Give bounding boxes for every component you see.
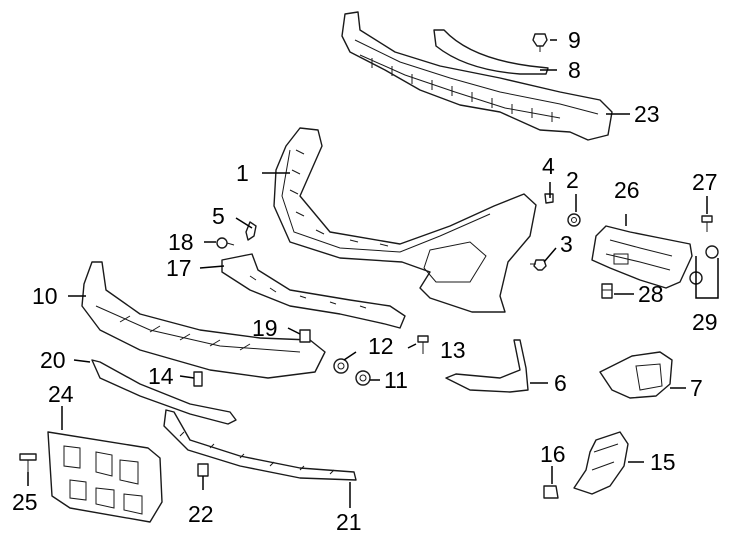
label-20: 20 bbox=[40, 347, 66, 373]
part-13-screw[interactable] bbox=[417, 335, 429, 354]
label-5: 5 bbox=[212, 203, 225, 229]
part-26-bracket[interactable] bbox=[591, 225, 693, 289]
part-11-nut[interactable] bbox=[355, 370, 371, 386]
label-18: 18 bbox=[168, 229, 194, 255]
part-12-nut[interactable] bbox=[333, 358, 349, 374]
label-2: 2 bbox=[566, 167, 579, 193]
part-21-lower-trim[interactable] bbox=[163, 409, 357, 481]
label-6: 6 bbox=[554, 370, 567, 396]
label-28: 28 bbox=[638, 281, 664, 307]
part-18-bolt[interactable] bbox=[216, 237, 235, 249]
label-21: 21 bbox=[336, 509, 362, 535]
label-25: 25 bbox=[12, 489, 38, 515]
part-16-clip[interactable] bbox=[543, 485, 559, 499]
part-6-bezel[interactable] bbox=[445, 339, 529, 393]
label-29: 29 bbox=[692, 309, 718, 335]
part-29-nuts[interactable] bbox=[689, 245, 719, 285]
label-1: 1 bbox=[236, 160, 249, 186]
label-16: 16 bbox=[540, 441, 566, 467]
label-9: 9 bbox=[568, 27, 581, 53]
part-24-license-bracket[interactable] bbox=[47, 431, 163, 523]
label-11: 11 bbox=[384, 367, 408, 393]
part-3-screw[interactable] bbox=[530, 259, 547, 271]
label-15: 15 bbox=[650, 449, 676, 475]
callout-labels: 9 8 23 1 4 2 3 5 18 17 10 26 27 29 28 19… bbox=[12, 27, 718, 535]
part-9-bolt[interactable] bbox=[532, 33, 548, 52]
label-10: 10 bbox=[32, 283, 58, 309]
label-22: 22 bbox=[188, 501, 214, 527]
label-27: 27 bbox=[692, 169, 718, 195]
label-12: 12 bbox=[368, 333, 394, 359]
part-23-absorber[interactable] bbox=[341, 11, 613, 141]
part-8-strip[interactable] bbox=[433, 29, 549, 75]
label-8: 8 bbox=[568, 57, 581, 83]
part-15-deflector[interactable] bbox=[573, 431, 629, 495]
part-27-screw[interactable] bbox=[701, 215, 713, 232]
part-14-fastener[interactable] bbox=[193, 371, 203, 387]
part-25-push-pin[interactable] bbox=[19, 453, 37, 472]
leader-lines bbox=[27, 39, 719, 508]
part-7-bezel[interactable] bbox=[599, 351, 673, 399]
label-17: 17 bbox=[166, 255, 192, 281]
label-26: 26 bbox=[614, 177, 640, 203]
part-4-clip[interactable] bbox=[544, 193, 554, 204]
label-4: 4 bbox=[542, 153, 555, 179]
label-14: 14 bbox=[148, 363, 174, 389]
part-1-bumper-cover[interactable] bbox=[273, 127, 537, 313]
part-22-fastener[interactable] bbox=[197, 463, 209, 477]
label-19: 19 bbox=[252, 315, 278, 341]
part-20-trim[interactable] bbox=[91, 359, 237, 425]
part-28-screw[interactable] bbox=[601, 283, 613, 299]
part-2-nut[interactable] bbox=[567, 213, 581, 227]
part-19-fastener[interactable] bbox=[299, 329, 311, 343]
label-7: 7 bbox=[690, 375, 703, 401]
label-24: 24 bbox=[48, 381, 74, 407]
label-13: 13 bbox=[440, 337, 466, 363]
part-10-lower-valance[interactable] bbox=[81, 261, 326, 379]
label-23: 23 bbox=[634, 101, 660, 127]
part-17-retainer[interactable] bbox=[221, 253, 406, 329]
label-3: 3 bbox=[560, 231, 573, 257]
